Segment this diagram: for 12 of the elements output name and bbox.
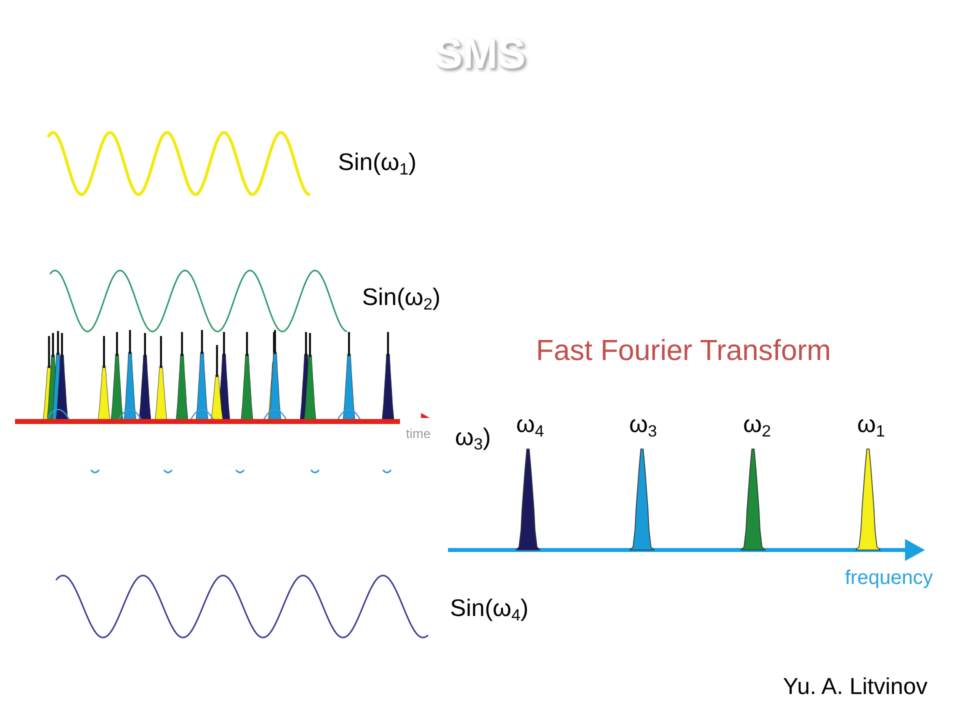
heading: Fast Fourier Transform <box>536 335 831 368</box>
peak-label: ω$_{1}$ <box>857 411 885 439</box>
author-credit: Yu. A. Litvinov <box>783 673 928 700</box>
peak-label: ω$_{3}$ <box>629 411 657 439</box>
wave-label: Sin(ω$_{4}$) <box>450 595 528 623</box>
wave-label: ω$_{3}$) <box>455 424 491 452</box>
wave-label: Sin(ω$_{2}$) <box>362 284 440 312</box>
peak-label: ω$_{2}$ <box>743 411 771 439</box>
peak-label: ω$_{4}$ <box>516 411 544 439</box>
wave-label: Sin(ω$_{1}$) <box>338 149 416 177</box>
axis-label: frequency <box>845 567 933 590</box>
title: SMS <box>434 30 526 78</box>
